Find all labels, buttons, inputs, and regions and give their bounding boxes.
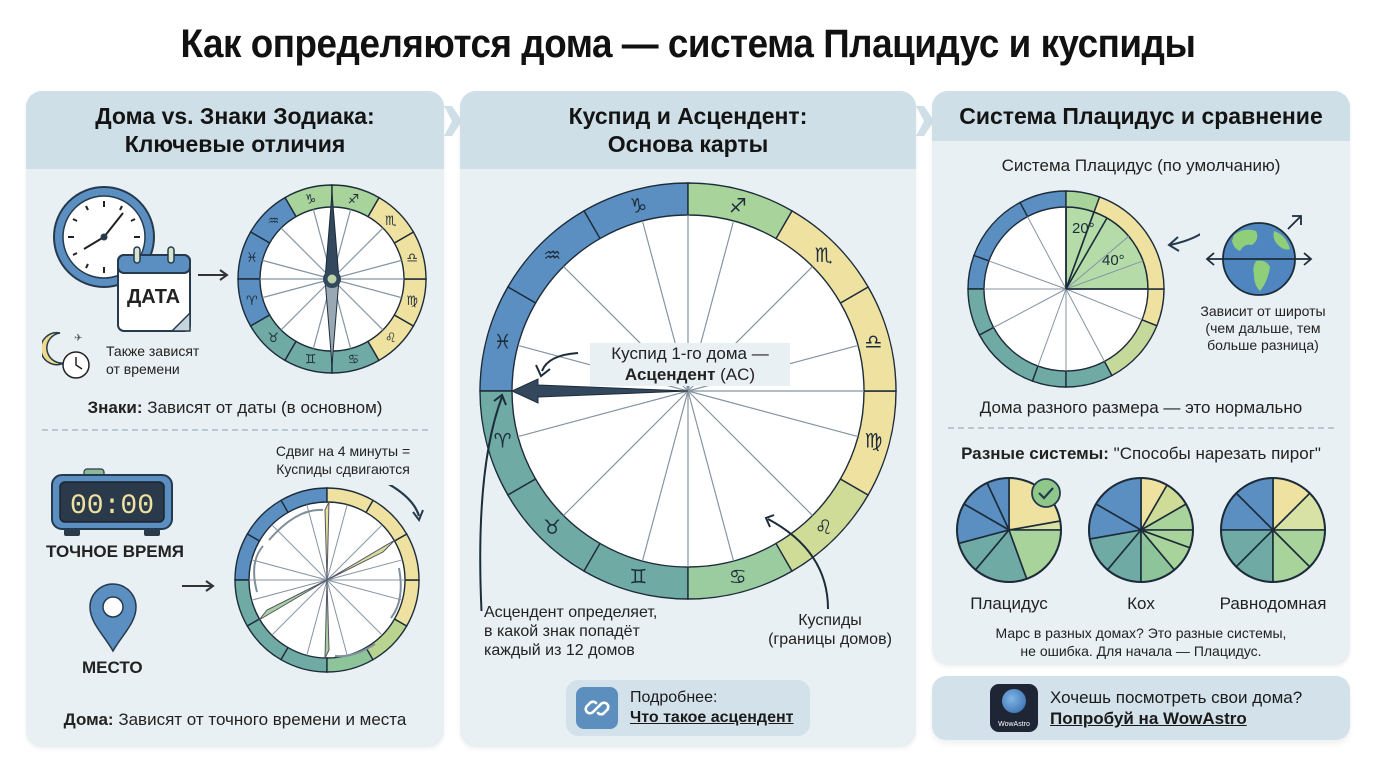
panel-houses-vs-signs: Дома vs. Знаки Зодиака: Ключевые отличия…: [26, 91, 444, 747]
ascendant-link-card[interactable]: Подробнее: Что такое асцендент: [566, 680, 810, 736]
page-title: Как определяются дома — система Плацидус…: [180, 22, 1196, 66]
svg-text:♉: ♉: [543, 515, 561, 539]
svg-text:♒: ♒: [543, 243, 561, 267]
panel-cusp-ascendant: Куспид и Асцендент: Основа карты ♑ ♒ ♓ ♈ ♉ ♊ ♋…: [460, 91, 916, 747]
svg-text:♐: ♐: [348, 192, 360, 207]
globe-latitude-icon: [1205, 215, 1313, 296]
system-label-koch: Кох: [1127, 594, 1155, 613]
link-icon: [576, 687, 618, 729]
panel-title-line2: Ключевые отличия: [124, 131, 346, 157]
arrow-right-icon: [182, 580, 215, 592]
calendar-label: ДАТА: [127, 286, 181, 308]
placidus-subtitle: Система Плацидус (по умолчанию): [1001, 156, 1281, 175]
chevron-right-icon: [916, 106, 934, 136]
latitude-note: Зависит от широты (чем дальше, тем больш…: [1200, 303, 1326, 354]
pie-equal: [1220, 477, 1326, 583]
signs-summary: Знаки: Зависят от даты (в основном): [87, 398, 383, 417]
what-is-ascendant-link[interactable]: Что такое асцендент: [630, 709, 794, 726]
svg-text:♍: ♍: [406, 294, 418, 309]
section-divider: [42, 429, 428, 431]
svg-text:00:00: 00:00: [70, 491, 154, 522]
svg-text:♌: ♌: [815, 515, 833, 539]
placidus-wheel: 20° 40°: [967, 190, 1200, 388]
svg-text:♒: ♒: [267, 214, 279, 229]
wowastro-cta[interactable]: WowAstro Хочешь посмотреть свои дома? По…: [932, 676, 1350, 740]
also-time-note: Также зависят от времени: [106, 343, 200, 377]
houses-summary: Дома: Зависят от точного времени и места: [63, 710, 407, 729]
ascendant-note: Асцендент определяет, в какой знак попад…: [484, 604, 658, 660]
panel-title-line1: Куспид и Асцендент:: [568, 102, 808, 129]
system-label-equal: Равнодомная: [1219, 594, 1327, 613]
pie-koch: [1088, 477, 1194, 583]
link-prefix: Подробнее:: [630, 689, 718, 706]
unequal-houses-note: Дома разного размера — это нормально: [979, 398, 1303, 417]
pie-placidus: [956, 477, 1062, 583]
ascendant-wheel: ♑ ♒ ♓ ♈ ♉ ♊ ♋ ♌ ♍ ♎ ♏ ♐: [479, 182, 897, 611]
zodiac-wheel-compass: ♑ ♒ ♓ ♈ ♉ ♊ ♋ ♌ ♍ ♎ ♏ ♐: [237, 184, 427, 374]
svg-text:♌: ♌: [385, 331, 397, 346]
system-label-placidus: Плацидус: [970, 594, 1048, 613]
exact-time-label: ТОЧНОЕ ВРЕМЯ: [46, 542, 185, 561]
clock-calendar-icon: [53, 186, 191, 332]
svg-text:♐: ♐: [729, 194, 747, 218]
panel-placidus-comparison: Система Плацидус и сравнение Система Пла…: [932, 91, 1350, 665]
panel-header: Дома vs. Знаки Зодиака: Ключевые отличия: [26, 91, 444, 169]
arrow-right-icon: [198, 269, 229, 281]
svg-text:40°: 40°: [1102, 252, 1125, 269]
chevron-right-icon: [444, 106, 462, 136]
svg-text:♏: ♏: [815, 243, 833, 267]
panel-header: Куспид и Асцендент: Основа карты: [460, 91, 916, 169]
cusps-note: Куспиды (границы домов): [768, 612, 892, 649]
section-divider: [948, 427, 1334, 429]
panel-title: Система Плацидус и сравнение: [959, 102, 1323, 129]
svg-text:♎: ♎: [406, 251, 418, 266]
place-label: МЕСТО: [82, 658, 143, 677]
svg-text:♍: ♍: [864, 429, 882, 453]
svg-text:♏: ♏: [385, 214, 397, 229]
cta-question: Хочешь посмотреть свои дома?: [1050, 687, 1303, 707]
shifting-cusps-wheel: [234, 485, 424, 673]
cusp-first-house-label: Куспид 1-го дома — Асцендент (AC): [590, 343, 790, 386]
svg-text:♋: ♋: [348, 353, 360, 368]
panel-title-line2: Основа карты: [607, 131, 769, 157]
wowastro-app-icon: WowAstro: [990, 684, 1038, 732]
systems-heading: Разные системы: "Способы нарезать пирог": [961, 444, 1321, 463]
svg-text:♓: ♓: [494, 329, 512, 353]
moon-time-icon: ✈: [42, 331, 90, 379]
try-wowastro-link[interactable]: Попробуй на WowAstro: [1050, 709, 1247, 728]
svg-text:♑: ♑: [629, 194, 647, 218]
svg-text:♑: ♑: [305, 192, 317, 207]
panel-header: Система Плацидус и сравнение: [932, 91, 1350, 141]
svg-text:♉: ♉: [267, 331, 279, 346]
mars-note: Марс в разных домах? Это разные системы,…: [995, 625, 1287, 659]
svg-text:♓: ♓: [246, 251, 258, 266]
checkmark-icon: [1031, 478, 1061, 508]
svg-text:♈: ♈: [246, 294, 258, 309]
svg-text:20°: 20°: [1072, 220, 1095, 237]
shift-note: Сдвиг на 4 минуты = Куспиды сдвигаются: [275, 443, 411, 477]
location-pin-icon: [89, 583, 137, 653]
svg-text:♊: ♊: [305, 353, 317, 368]
svg-text:♈: ♈: [494, 429, 512, 453]
svg-text:✈: ✈: [74, 333, 82, 344]
svg-text:♊: ♊: [629, 564, 647, 588]
digital-clock-icon: 00:00: [51, 468, 173, 536]
svg-text:♋: ♋: [729, 564, 747, 588]
panel-title-line1: Дома vs. Знаки Зодиака:: [95, 102, 375, 129]
svg-text:♎: ♎: [864, 329, 882, 353]
